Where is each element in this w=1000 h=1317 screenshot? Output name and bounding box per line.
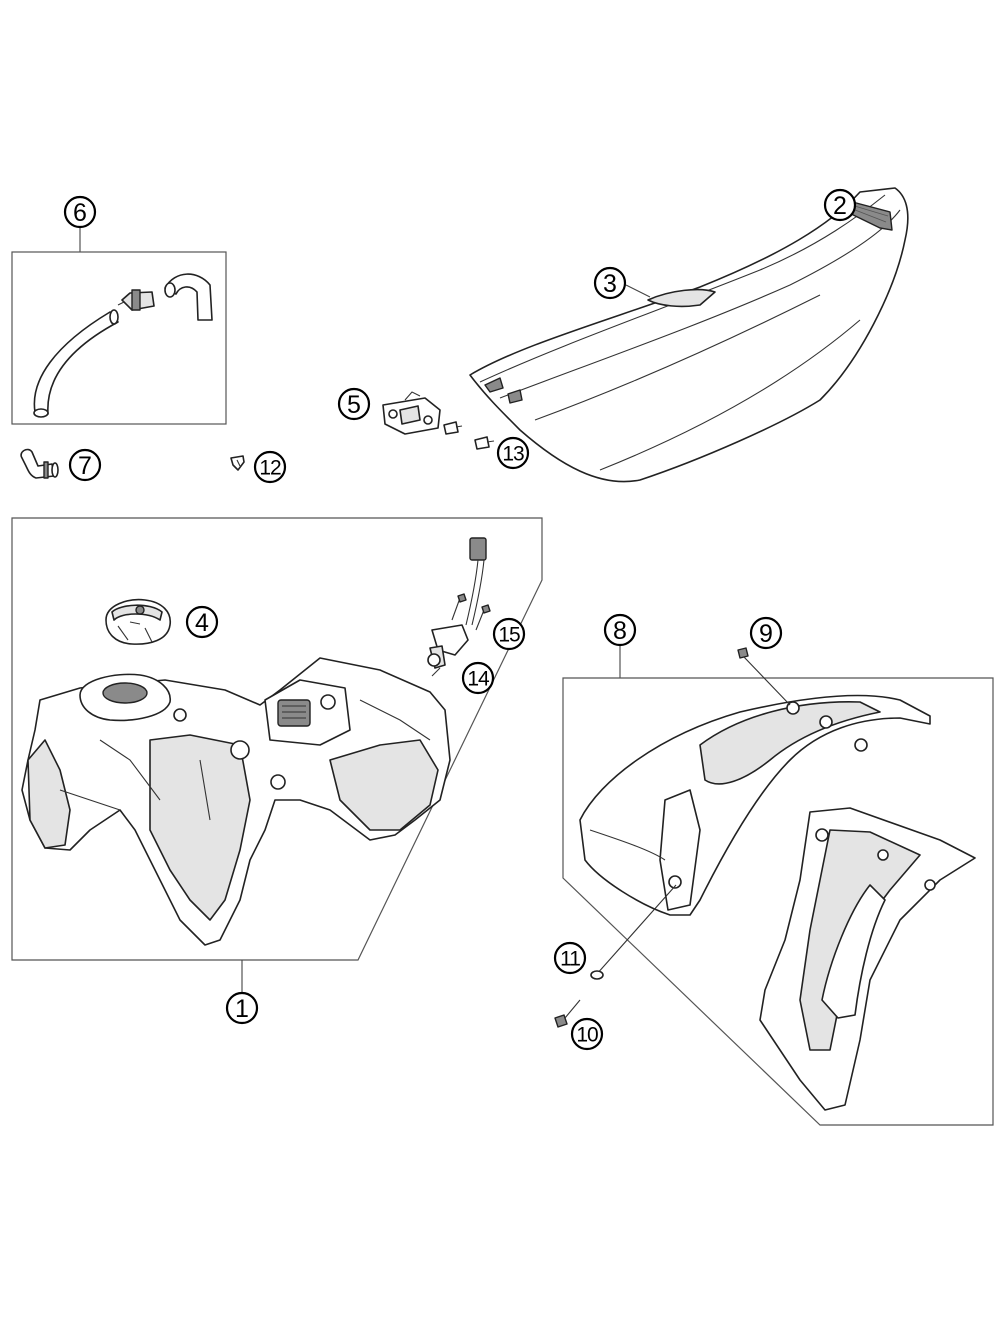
seat-screws bbox=[443, 421, 495, 450]
seat bbox=[469, 187, 909, 483]
callout-13-label: 13 bbox=[502, 443, 524, 466]
callout-4: 4 bbox=[185, 605, 219, 639]
group-frame-1 bbox=[11, 517, 543, 993]
seat-bracket bbox=[382, 391, 441, 435]
callout-10-label: 10 bbox=[576, 1024, 598, 1047]
callout-12-label: 12 bbox=[259, 457, 281, 480]
fuel-cap bbox=[105, 598, 171, 645]
callout-3: 3 bbox=[593, 266, 651, 300]
group-frame-6 bbox=[11, 228, 227, 425]
side-panel-rear bbox=[759, 807, 976, 1111]
group-frame-8 bbox=[562, 645, 994, 1126]
fuel-tank bbox=[21, 657, 451, 946]
callout-11: 11 bbox=[553, 941, 587, 975]
callout-10: 10 bbox=[570, 1017, 604, 1051]
callout-1: 1 bbox=[225, 991, 259, 1025]
panel-screw-top bbox=[737, 647, 791, 706]
callout-11-label: 11 bbox=[560, 948, 580, 971]
callout-6-label: 6 bbox=[73, 199, 87, 227]
callout-2: 2 bbox=[823, 188, 857, 222]
callout-15-label: 15 bbox=[498, 624, 520, 647]
callout-2-label: 2 bbox=[833, 192, 847, 220]
callout-15: 15 bbox=[492, 617, 526, 651]
callout-3-label: 3 bbox=[603, 270, 617, 298]
callout-12: 12 bbox=[253, 450, 287, 484]
fuel-tap-assembly bbox=[427, 537, 487, 677]
callout-8: 8 bbox=[603, 613, 637, 647]
callout-7: 7 bbox=[68, 448, 102, 482]
callout-9: 9 bbox=[749, 616, 783, 650]
clip-small bbox=[230, 455, 245, 471]
callout-14: 14 bbox=[461, 661, 495, 695]
panel-screw-bottom bbox=[554, 884, 677, 1028]
fuel-tap-screws bbox=[451, 593, 491, 631]
callout-13: 13 bbox=[496, 436, 530, 470]
side-panel-front bbox=[579, 694, 931, 916]
callout-9-label: 9 bbox=[759, 620, 773, 648]
callout-5: 5 bbox=[337, 387, 371, 421]
elbow-fitting bbox=[20, 448, 59, 479]
callout-7-label: 7 bbox=[78, 452, 92, 480]
callout-4-label: 4 bbox=[195, 609, 209, 637]
callout-5-label: 5 bbox=[347, 391, 361, 419]
callout-14-label: 14 bbox=[467, 668, 490, 691]
callout-1-label: 1 bbox=[235, 995, 249, 1023]
breather-hose-assembly bbox=[33, 273, 213, 418]
callout-8-label: 8 bbox=[613, 617, 627, 645]
callout-6: 6 bbox=[63, 195, 97, 229]
